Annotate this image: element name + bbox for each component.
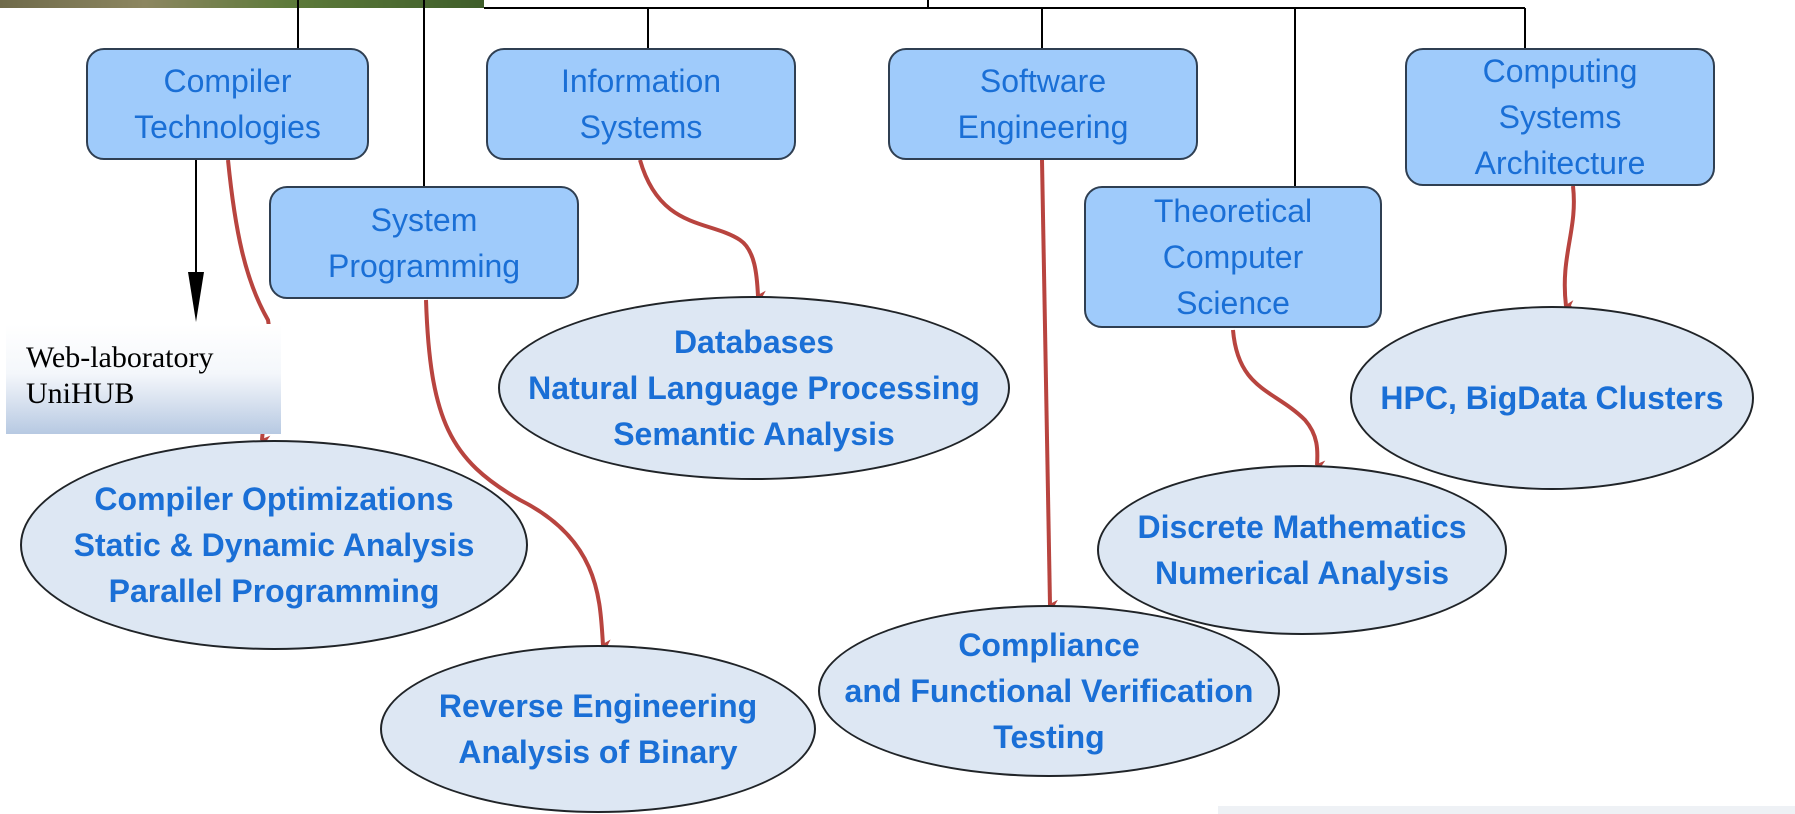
tree-lines — [195, 0, 1526, 278]
area-box-information: Information Systems — [486, 48, 796, 160]
area-box-software: Software Engineering — [888, 48, 1198, 160]
topics-text-computing: HPC, BigData Clusters — [1380, 380, 1724, 416]
area-label-theoretical: Theoretical Computer Science — [1153, 193, 1313, 321]
topics-ellipse-system: Reverse Engineering Analysis of Binary — [380, 645, 816, 813]
header-photo-strip — [0, 0, 484, 8]
arrow-software — [1040, 159, 1059, 610]
topics-ellipse-software: Compliance and Functional Verification T… — [818, 605, 1280, 777]
area-box-computing: Computing Systems Architecture — [1405, 48, 1715, 186]
topics-text-software: Compliance and Functional Verification T… — [844, 627, 1254, 755]
area-label-compiler: Compiler Technologies — [134, 63, 321, 145]
topics-text-system: Reverse Engineering Analysis of Binary — [438, 688, 758, 770]
footer-strip — [1218, 806, 1795, 814]
topics-ellipse-compiler: Compiler Optimizations Static & Dynamic … — [20, 440, 528, 650]
area-box-theoretical: Theoretical Computer Science — [1084, 186, 1382, 328]
topics-text-compiler: Compiler Optimizations Static & Dynamic … — [73, 481, 475, 609]
arrow-system — [424, 299, 612, 650]
area-label-system: System Programming — [327, 201, 521, 284]
arrow-computing — [1562, 185, 1576, 311]
topics-ellipse-computing: HPC, BigData Clusters — [1350, 306, 1754, 490]
arrow-information — [638, 159, 767, 301]
area-box-compiler: Compiler Technologies — [86, 48, 369, 160]
topics-text-information: Databases Natural Language Processing Se… — [528, 324, 980, 452]
topics-text-theoretical: Discrete Mathematics Numerical Analysis — [1137, 509, 1467, 591]
topics-ellipse-theoretical: Discrete Mathematics Numerical Analysis — [1097, 465, 1507, 635]
web-laboratory-text: Web-laboratory UniHUB — [26, 341, 214, 410]
topics-ellipse-information: Databases Natural Language Processing Se… — [498, 296, 1010, 480]
lab-connector-arrowhead — [188, 272, 204, 322]
area-box-system: System Programming — [269, 186, 579, 299]
area-label-information: Information Systems — [560, 63, 722, 145]
area-label-software: Software Engineering — [957, 63, 1129, 145]
web-laboratory-label: Web-laboratory UniHUB — [6, 324, 281, 434]
area-label-computing: Computing Systems Architecture — [1474, 53, 1646, 181]
arrow-theoretical — [1231, 329, 1326, 471]
